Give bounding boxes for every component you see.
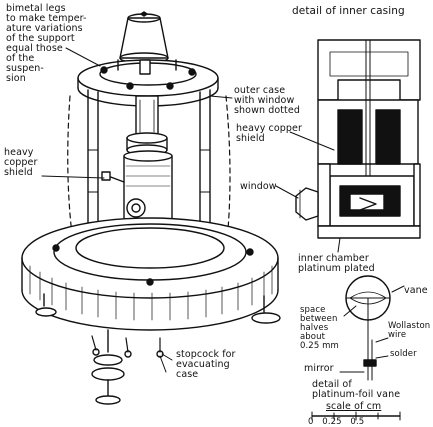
vane-label: vane xyxy=(404,285,428,296)
inner-chamber-label: inner chamber platinum plated xyxy=(298,253,375,274)
leveling-feet xyxy=(35,293,281,405)
outer-case-label: outer case with window shown dotted xyxy=(234,85,300,116)
inner-casing-title: detail of inner casing xyxy=(292,5,405,17)
stopcock-label: stopcock for evacuating case xyxy=(176,349,236,380)
scale-bar xyxy=(311,411,401,421)
copper-shield xyxy=(101,150,173,227)
suspension-column xyxy=(126,95,168,156)
foil-vane-detail-label: detail of platinum-foil vane xyxy=(312,379,401,400)
copper-shield-label-right: heavy copper shield xyxy=(236,123,302,144)
wollaston-wire-label: Wollaston wire xyxy=(388,321,431,340)
window-label: window xyxy=(240,181,277,192)
copper-shield-label-left: heavy copper shield xyxy=(4,147,38,178)
inner-casing xyxy=(295,39,421,239)
solder-label: solder xyxy=(390,349,417,359)
bimetal-legs-label: bimetal legs to make temper- ature varia… xyxy=(6,3,87,84)
base-disk xyxy=(21,217,279,331)
scale-ticks: 0 0.25 0.5 xyxy=(308,417,365,427)
top-cone xyxy=(119,11,169,64)
space-between-label: space between halves about 0.25 mm xyxy=(300,305,339,351)
vane-detail xyxy=(339,275,405,381)
stopcock xyxy=(91,335,167,373)
mirror-label: mirror xyxy=(304,363,334,374)
bimetal-legs xyxy=(87,89,211,245)
scale-label: scale of cm xyxy=(326,401,382,412)
